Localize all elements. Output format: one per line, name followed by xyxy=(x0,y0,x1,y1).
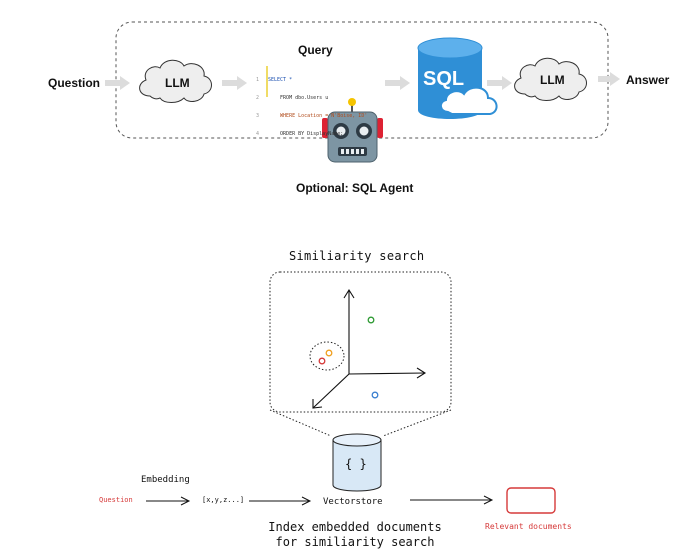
code-line: FROM dbo.Users u xyxy=(268,95,329,101)
query-label: Query xyxy=(298,43,333,57)
vectorstore-label: Vectorstore xyxy=(323,497,383,507)
arrow-llm-to-answer xyxy=(598,72,620,86)
cluster-circle xyxy=(309,341,345,371)
braces-icon: { } xyxy=(345,457,367,471)
robot-icon xyxy=(322,98,383,163)
cloud-icon xyxy=(514,57,587,101)
similarity-dotted-box xyxy=(269,271,452,413)
arrow-sql-to-llm xyxy=(487,76,512,90)
question-label: Question xyxy=(48,76,101,90)
arrow-llm-to-query xyxy=(222,76,247,90)
data-point-red xyxy=(318,357,326,365)
vector-label: [x,y,z...] xyxy=(202,496,245,504)
answer-label: Answer xyxy=(626,73,670,87)
embedding-label: Embedding xyxy=(141,475,190,485)
code-line: ORDER BY DisplayName; xyxy=(268,131,344,137)
relevant-documents-box xyxy=(506,487,556,514)
llm-label: LLM xyxy=(540,73,565,87)
data-point-blue xyxy=(371,391,379,399)
similarity-title: Similiarity search xyxy=(289,249,425,263)
code-line: WHERE Location = N'Boise, ID' xyxy=(268,113,368,119)
3d-axes xyxy=(312,288,427,409)
index-caption: Index embedded documents for similiarity… xyxy=(268,520,442,549)
cloud-icon xyxy=(440,86,498,115)
data-point-green xyxy=(367,316,375,324)
arrow-question-to-llm xyxy=(105,76,130,90)
agent-label: Optional: SQL Agent xyxy=(296,181,414,195)
sql-label: SQL xyxy=(423,68,465,90)
question-input-label: Question xyxy=(99,496,133,504)
cloud-icon xyxy=(139,59,212,103)
relevant-documents-label: Relevant documents xyxy=(485,522,572,531)
grey-arrows xyxy=(105,72,620,90)
sql-database-icon xyxy=(417,37,498,119)
llm-label: LLM xyxy=(165,76,190,90)
code-line: SELECT * xyxy=(268,77,293,83)
arrow-query-to-sql xyxy=(385,76,410,90)
vectorstore-cylinder-icon xyxy=(332,433,382,492)
data-point-orange xyxy=(325,349,333,357)
